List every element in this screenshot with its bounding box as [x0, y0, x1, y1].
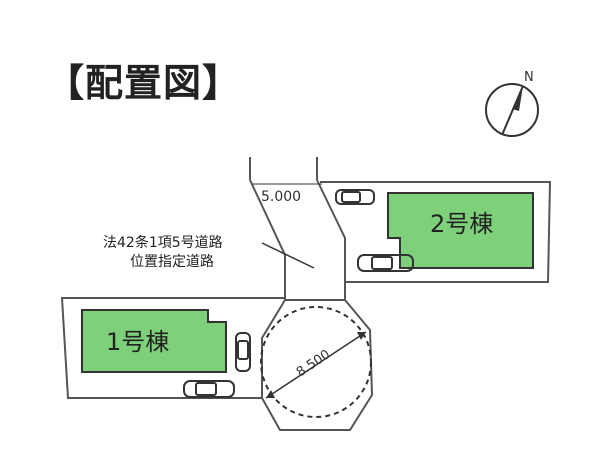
road-type-label: 法42条1項5号道路 [103, 234, 223, 251]
road [249, 157, 346, 300]
building-1 [81, 309, 227, 373]
lot-2-boundary [320, 181, 552, 283]
turnaround-circle [260, 306, 372, 418]
road-label-leader [261, 242, 315, 269]
car-icon [183, 380, 235, 398]
car-icon [235, 332, 251, 372]
car-icon [335, 189, 375, 205]
road-designation-label: 位置指定道路 [130, 254, 214, 270]
building-1-label: 1号棟 [106, 328, 169, 356]
car-icon [357, 254, 414, 272]
page-title: 【配置図】 [46, 61, 242, 105]
road-width-dimension: 5.000 [261, 189, 301, 205]
north-label: N [524, 70, 534, 85]
building-2 [387, 192, 534, 269]
north-compass-icon: N [485, 70, 539, 137]
lot-1-boundary [60, 297, 285, 399]
building-2-label: 2号棟 [430, 210, 493, 238]
